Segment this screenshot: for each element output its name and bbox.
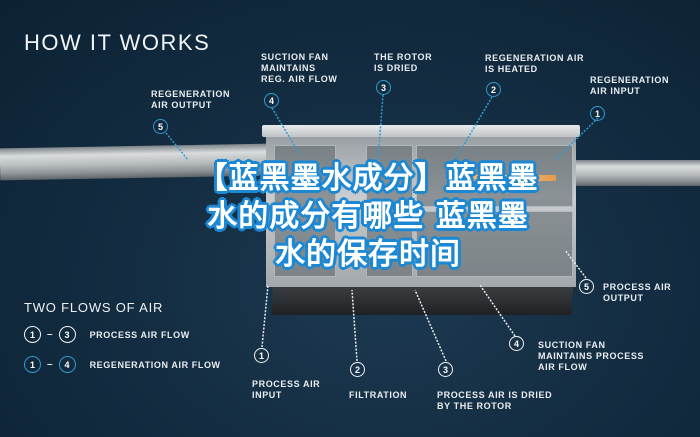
process-step-3-label: PROCESS AIR IS DRIED BY THE ROTOR	[437, 390, 553, 411]
regen-step-3-label: THE ROTOR IS DRIED	[374, 52, 433, 73]
legend-label: PROCESS AIR FLOW	[89, 329, 190, 340]
process-step-2-marker: 2	[350, 362, 365, 377]
regen-step-2-label: REGENERATION AIR IS HEATED	[485, 53, 585, 74]
overlay-title-line-1: 【蓝黑墨水成分】蓝黑墨	[197, 161, 539, 196]
legend-dash: –	[47, 359, 53, 370]
desiccant-dehumidifier-unit	[262, 125, 580, 315]
process-step-4-label: SUCTION FAN MAINTAINS PROCESS AIR FLOW	[538, 340, 645, 372]
process-step-5-marker: 5	[579, 279, 594, 294]
regen-step-2-marker: 2	[486, 82, 501, 97]
overlay-title-line-2: 水的成分有哪些 蓝黑墨	[207, 199, 529, 234]
page-title: HOW IT WORKS	[24, 30, 211, 55]
legend-row-regeneration: 1 – 4 REGENERATION AIR FLOW	[24, 356, 221, 373]
legend-from-marker: 1	[24, 356, 41, 373]
regen-step-4-label: SUCTION FAN MAINTAINS REG. AIR FLOW	[261, 52, 338, 84]
regen-step-5-marker: 5	[153, 119, 168, 134]
legend-to-marker: 4	[58, 356, 76, 373]
unit-top	[262, 125, 580, 137]
overlay-article-title: 【蓝黑墨水成分】蓝黑墨 水的成分有哪些 蓝黑墨 水的保存时间	[118, 160, 618, 274]
regen-step-3-marker: 3	[376, 80, 391, 95]
process-step-1-label: PROCESS AIR INPUT	[252, 379, 321, 400]
process-step-1-marker: 1	[254, 348, 269, 363]
process-step-2-label: FILTRATION	[349, 390, 408, 400]
legend-label: REGENERATION AIR FLOW	[89, 359, 221, 370]
legend-row-process: 1 – 3 PROCESS AIR FLOW	[24, 326, 190, 343]
regen-step-1-marker: 1	[590, 106, 605, 121]
process-step-4-marker: 4	[509, 336, 524, 351]
regen-step-5-label: REGENERATION AIR OUTPUT	[151, 89, 231, 110]
overlay-title-line-3: 水的保存时间	[275, 237, 461, 272]
legend-from-marker: 1	[24, 326, 41, 343]
unit-body	[266, 137, 576, 287]
heater-element	[446, 175, 556, 181]
legend-to-marker: 3	[58, 326, 76, 343]
process-step-3-marker: 3	[438, 362, 453, 377]
regeneration-input-duct	[575, 160, 700, 186]
legend-title: TWO FLOWS OF AIR	[24, 300, 164, 315]
regen-step-1-label: REGENERATION AIR INPUT	[590, 75, 670, 96]
legend-dash: –	[47, 329, 53, 340]
process-step-5-label: PROCESS AIR OUTPUT	[603, 282, 672, 303]
regen-step-4-marker: 4	[264, 93, 279, 108]
